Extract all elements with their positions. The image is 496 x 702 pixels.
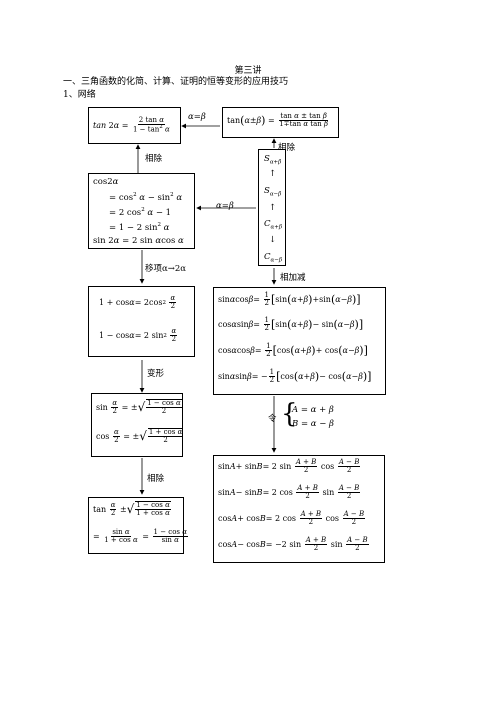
chain-c-plus: Cα+β (264, 219, 283, 231)
cos2a-line-1: cos2α (93, 177, 119, 187)
cos2a-line-5: sin 2α = 2 sin αcos α (93, 236, 184, 246)
substitution-a: A = α + β (292, 405, 334, 415)
label-ling: 令 (268, 414, 277, 424)
label-xiangjiajian: 相加减 (280, 273, 306, 283)
page-title: 第三讲 (234, 66, 262, 76)
label-xiangchu-2: 相除 (278, 143, 296, 153)
label-bianxing: 变形 (147, 369, 165, 379)
box-cos-double-angle: cos2α = cos2 α − sin2 α = 2 cos2 α − 1 =… (88, 173, 195, 249)
substitution-b: B = α − β (292, 419, 334, 429)
cos2a-line-2: = cos2 α − sin2 α (109, 192, 183, 203)
label-yixiang: 移项α→2α (145, 264, 187, 274)
cos2a-line-3: = 2 cos2 α − 1 (109, 207, 172, 218)
label-xiangchu-1: 相除 (145, 154, 163, 164)
label-xiangchu-3: 相除 (147, 474, 165, 484)
chain-s-minus: Sα−β (264, 186, 282, 198)
box-addition-chain: Sα+β ↑ Sα−β ↑ Cα+β ↓ Cα−β (258, 149, 286, 266)
cos2a-line-4: = 1 − 2 sin2 α (109, 222, 170, 233)
label-alpha-eq-beta-1: α=β (188, 112, 206, 122)
subsection-heading: 1、网络 (63, 90, 96, 100)
substitution-brace: { (281, 399, 298, 429)
label-alpha-eq-beta-2: α=β (216, 201, 234, 211)
chain-s-plus: Sα+β (264, 154, 282, 166)
chain-arrow-down: ↓ (269, 235, 277, 245)
chain-arrow-up-2: ↑ (269, 203, 277, 213)
section-heading: 一、三角函数的化简、计算、证明的恒等变形的应用技巧 (63, 77, 289, 87)
chain-c-minus: Cα−β (264, 252, 283, 264)
chain-arrow-up-1: ↑ (269, 169, 277, 179)
